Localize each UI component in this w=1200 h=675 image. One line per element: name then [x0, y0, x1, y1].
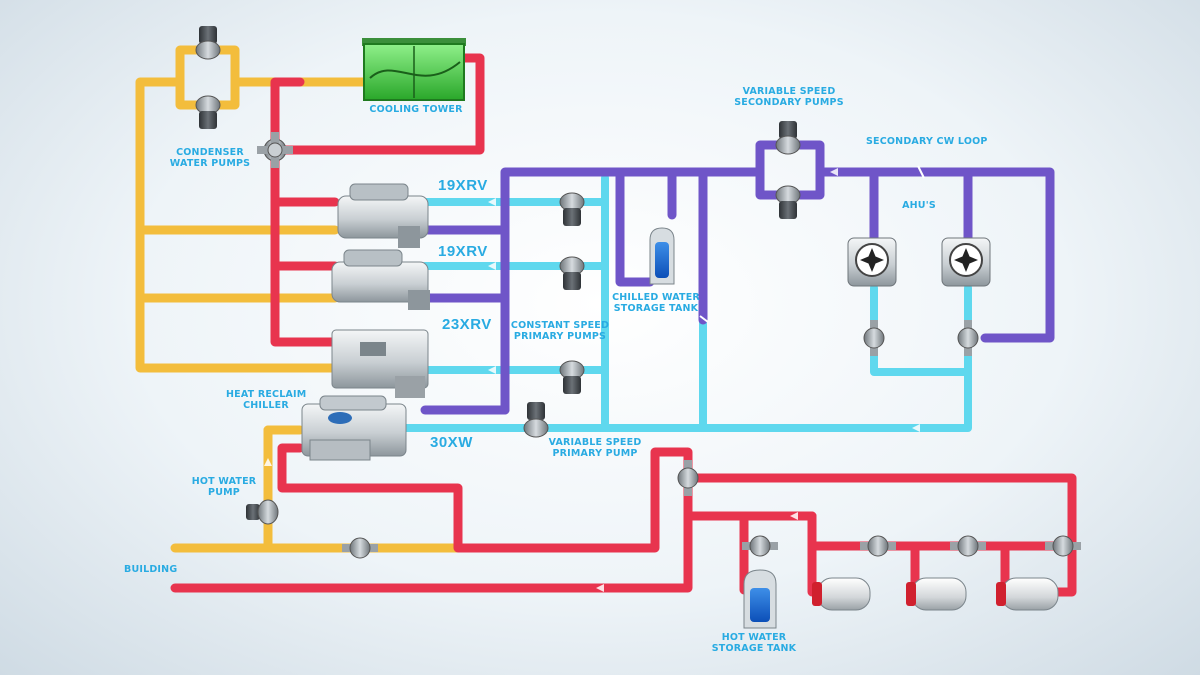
flow-arrows — [264, 168, 920, 592]
label-line: CONDENSER — [176, 147, 244, 158]
valves — [342, 320, 1081, 559]
pump-icon — [775, 121, 801, 155]
variable-speed-secondary-pumps-label: VARIABLE SPEED SECONDARY PUMPS — [734, 86, 844, 108]
constant-speed-primary-pumps — [559, 192, 585, 394]
building-label: BUILDING — [124, 564, 178, 575]
condenser-water-pumps-label: CONDENSER WATER PUMPS — [160, 147, 260, 169]
valve-icon — [742, 535, 778, 557]
label-line: HEAT RECLAIM — [226, 389, 307, 400]
valve-icon — [950, 535, 986, 557]
tower-return — [270, 53, 485, 155]
red-riser — [270, 145, 340, 347]
hot-water-pipes — [170, 53, 1077, 597]
chiller-4-model-label: 30XW — [430, 434, 473, 451]
chilled-water-storage-tank-label: CHILLED WATER STORAGE TANK — [606, 292, 706, 314]
variable-speed-primary-pump — [523, 402, 549, 438]
chilled-water-storage-tank — [649, 227, 675, 285]
label-line: CHILLED WATER — [612, 292, 700, 303]
valve-icon — [342, 537, 378, 559]
hot-water-pump-label: HOT WATER PUMP — [184, 476, 264, 498]
pump-icon — [559, 360, 585, 394]
chiller-30xw — [301, 395, 407, 461]
valve-icon — [863, 320, 885, 356]
hot-water-pump — [246, 499, 279, 525]
label-line: PRIMARY PUMPS — [513, 331, 607, 342]
label-line: HOT WATER — [721, 632, 787, 643]
ahu-2 — [941, 237, 991, 287]
chiller-19xrv-2 — [331, 249, 430, 310]
pump-icon — [195, 95, 221, 129]
variable-speed-primary-pump-label: VARIABLE SPEED PRIMARY PUMP — [548, 437, 642, 459]
hot-water-storage-tank-label: HOT WATER STORAGE TANK — [708, 632, 800, 654]
label-line: STORAGE TANK — [613, 303, 699, 314]
chiller-19xrv-1 — [337, 183, 429, 248]
label-line: SECONDARY PUMPS — [734, 97, 844, 108]
label-line: CHILLER — [243, 400, 289, 411]
condenser-water-pumps — [195, 26, 221, 129]
purple-tank — [615, 167, 655, 287]
variable-speed-secondary-pumps — [775, 121, 801, 219]
valve-icon — [957, 320, 979, 356]
boiler-1 — [812, 577, 871, 611]
boiler-3 — [996, 577, 1059, 611]
cooling-tower-label: COOLING TOWER — [369, 104, 463, 115]
label-line: VARIABLE SPEED — [742, 86, 836, 97]
label-line: STORAGE TANK — [711, 643, 797, 654]
reclaim-red-loop — [277, 443, 1077, 597]
pump-icon — [775, 185, 801, 219]
ahu-1 — [847, 237, 897, 287]
chiller-2-model-label: 19XRV — [438, 243, 488, 260]
chiller-3-model-label: 23XRV — [442, 316, 492, 333]
cooling-tower — [362, 38, 466, 101]
ahus-label: AHU'S — [902, 200, 936, 211]
heat-reclaim-chiller-label: HEAT RECLAIM CHILLER — [226, 389, 306, 411]
valve-icon — [1045, 535, 1081, 557]
label-line: WATER PUMPS — [169, 158, 251, 169]
secondary-cw-loop-label: SECONDARY CW LOOP — [866, 136, 988, 147]
valve-icon — [677, 460, 699, 496]
label-line: CONSTANT SPEED — [510, 320, 610, 331]
valve-icon — [860, 535, 896, 557]
label-line: VARIABLE SPEED — [548, 437, 642, 448]
building-return — [170, 511, 693, 593]
chiller-23xrv — [331, 329, 429, 398]
pipe-break-marks — [699, 165, 925, 323]
tower-valve-icon — [257, 132, 293, 168]
pump-icon — [195, 26, 221, 60]
pump-icon — [559, 256, 585, 290]
red-distribution — [683, 473, 817, 521]
label-line: PRIMARY PUMP — [552, 448, 638, 459]
label-line: PUMP — [208, 487, 240, 498]
constant-speed-primary-pumps-label: CONSTANT SPEED PRIMARY PUMPS — [510, 320, 610, 342]
chiller-1-model-label: 19XRV — [438, 177, 488, 194]
label-line: HOT WATER — [191, 476, 257, 487]
pump-icon — [559, 192, 585, 226]
boiler-2 — [906, 577, 967, 611]
hot-water-storage-tank — [743, 569, 777, 629]
